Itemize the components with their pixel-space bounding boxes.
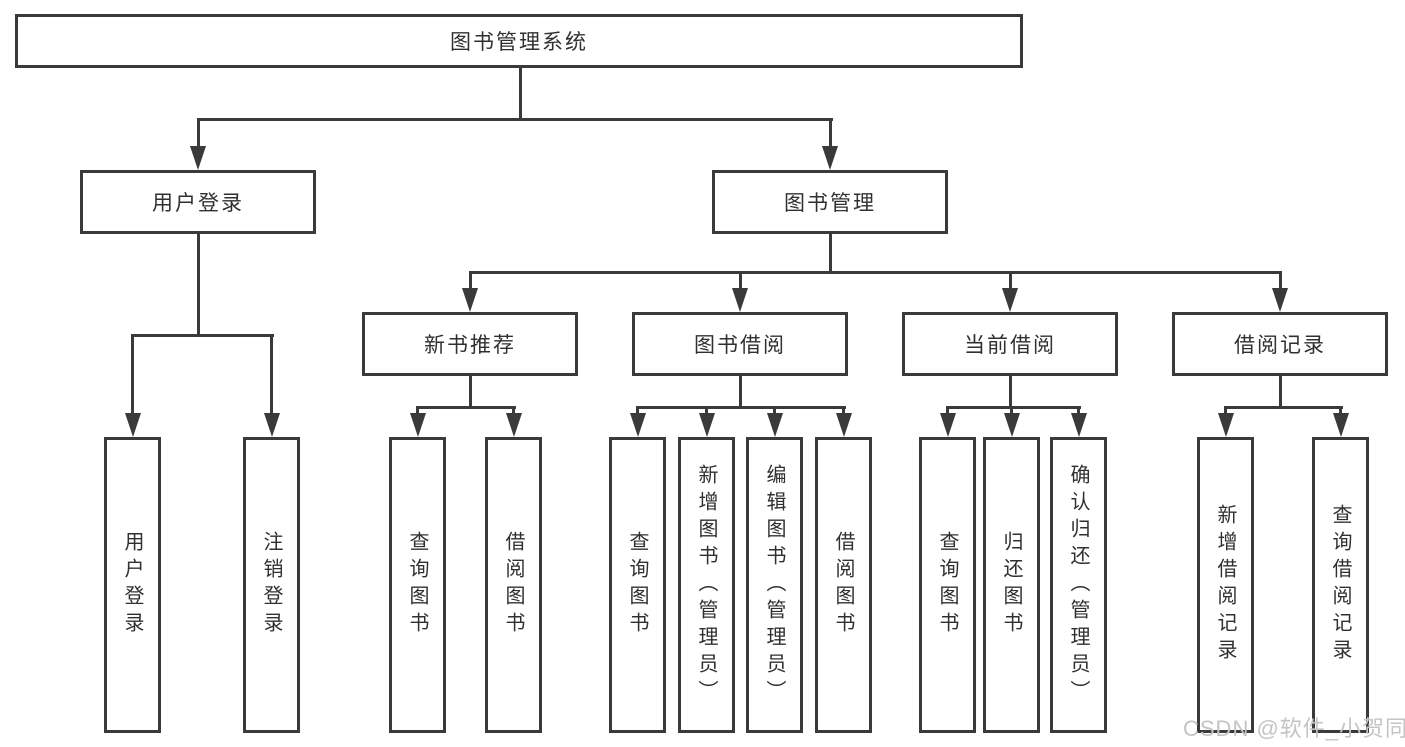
arrow-down-icon (1003, 413, 1020, 437)
connector-root-left-shaft (196, 121, 200, 147)
leaf-borrow-edit-book-label: 编辑图书（管理员） (763, 463, 785, 707)
leaf-newbooks-query-label: 查询图书 (406, 531, 428, 639)
leaf-current-confirm-return: 确认归还（管理员） (1050, 437, 1107, 733)
node-book-management-label: 图书管理 (784, 192, 876, 215)
arrow-down-icon (124, 413, 141, 437)
node-book-management: 图书管理 (712, 170, 948, 234)
arrow-down-icon (835, 413, 852, 437)
connector-bookborrow-shaft-4 (842, 409, 845, 415)
connector-bookmgmt-shaft-1 (468, 274, 472, 288)
node-book-borrow: 图书借阅 (632, 312, 848, 376)
arrow-down-icon (1217, 413, 1234, 437)
leaf-current-return: 归还图书 (983, 437, 1040, 733)
leaf-borrow-book-label: 借阅图书 (832, 531, 854, 639)
connector-borrowrecords-shaft-1 (1224, 409, 1227, 415)
leaf-newbooks-borrow-label: 借阅图书 (502, 531, 524, 639)
connector-currentborrow-shaft-2 (1010, 409, 1013, 415)
leaf-borrow-query: 查询图书 (609, 437, 666, 733)
connector-borrowrecords-vline (1278, 376, 1282, 409)
leaf-current-query-label: 查询图书 (936, 531, 958, 639)
arrow-down-icon (1070, 413, 1087, 437)
arrow-down-icon (462, 288, 478, 312)
leaf-user-login-label: 用户登录 (121, 531, 143, 639)
leaf-record-add: 新增借阅记录 (1197, 437, 1254, 733)
connector-bookmgmt-shaft-3 (1008, 274, 1012, 288)
leaf-logout: 注销登录 (243, 437, 300, 733)
connector-userlogin-hline (131, 334, 274, 337)
connector-currentborrow-shaft-1 (946, 409, 949, 415)
connector-userlogin-vline (196, 234, 200, 337)
watermark: CSDN @软件_小贺同学 (1183, 716, 1405, 741)
leaf-newbooks-borrow: 借阅图书 (485, 437, 542, 733)
leaf-borrow-query-label: 查询图书 (626, 531, 648, 639)
connector-currentborrow-vline (1008, 376, 1012, 409)
connector-newbooks-vline (468, 376, 472, 409)
connector-bookborrow-shaft-1 (636, 409, 639, 415)
leaf-logout-label: 注销登录 (260, 531, 282, 639)
arrow-down-icon (263, 413, 280, 437)
arrow-down-icon (409, 413, 426, 437)
node-user-login: 用户登录 (80, 170, 316, 234)
leaf-current-confirm-return-label: 确认归还（管理员） (1067, 463, 1089, 707)
arrow-down-icon (1272, 288, 1288, 312)
connector-root-right-shaft (828, 121, 832, 147)
connector-borrowrecords-shaft-2 (1339, 409, 1342, 415)
connector-bookmgmt-shaft-2 (738, 274, 742, 288)
connector-borrowrecords-hline (1224, 406, 1343, 409)
arrow-down-icon (1332, 413, 1349, 437)
node-user-login-label: 用户登录 (152, 192, 244, 215)
leaf-borrow-book: 借阅图书 (815, 437, 872, 733)
leaf-borrow-edit-book: 编辑图书（管理员） (746, 437, 803, 733)
leaf-user-login: 用户登录 (104, 437, 161, 733)
connector-bookborrow-hline (636, 406, 846, 409)
connector-userlogin-shaft-2 (270, 337, 273, 413)
node-book-borrow-label: 图书借阅 (694, 334, 786, 357)
connector-newbooks-hline (416, 406, 516, 409)
node-borrow-records-label: 借阅记录 (1234, 334, 1326, 357)
leaf-current-query: 查询图书 (919, 437, 976, 733)
node-root-label: 图书管理系统 (450, 31, 588, 54)
arrow-down-icon (822, 146, 838, 170)
connector-bookmgmt-shaft-4 (1278, 274, 1282, 288)
connector-bookborrow-shaft-3 (773, 409, 776, 415)
connector-bookmgmt-hline (468, 271, 1282, 274)
arrow-down-icon (629, 413, 646, 437)
node-new-book-recommend: 新书推荐 (362, 312, 578, 376)
connector-bookmgmt-vline (828, 234, 832, 274)
arrow-down-icon (505, 413, 522, 437)
arrow-down-icon (190, 146, 206, 170)
leaf-borrow-add-book-label: 新增图书（管理员） (695, 463, 717, 707)
connector-bookborrow-shaft-2 (705, 409, 708, 415)
leaf-borrow-add-book: 新增图书（管理员） (678, 437, 735, 733)
leaf-newbooks-query: 查询图书 (389, 437, 446, 733)
connector-currentborrow-shaft-3 (1077, 409, 1080, 415)
leaf-current-return-label: 归还图书 (1000, 531, 1022, 639)
node-root: 图书管理系统 (15, 14, 1023, 68)
node-borrow-records: 借阅记录 (1172, 312, 1388, 376)
arrow-down-icon (939, 413, 956, 437)
leaf-record-query: 查询借阅记录 (1312, 437, 1369, 733)
arrow-down-icon (1002, 288, 1018, 312)
arrow-down-icon (698, 413, 715, 437)
connector-root-vline (518, 68, 522, 121)
node-current-borrow-label: 当前借阅 (964, 334, 1056, 357)
arrow-down-icon (766, 413, 783, 437)
connector-root-hline (196, 118, 833, 121)
node-new-book-recommend-label: 新书推荐 (424, 334, 516, 357)
connector-bookborrow-vline (738, 376, 742, 409)
leaf-record-query-label: 查询借阅记录 (1329, 504, 1351, 666)
connector-newbooks-shaft-1 (416, 409, 419, 415)
connector-userlogin-shaft-1 (131, 337, 134, 413)
connector-currentborrow-hline (946, 406, 1081, 409)
connector-newbooks-shaft-2 (512, 409, 515, 415)
arrow-down-icon (732, 288, 748, 312)
node-current-borrow: 当前借阅 (902, 312, 1118, 376)
leaf-record-add-label: 新增借阅记录 (1214, 504, 1236, 666)
